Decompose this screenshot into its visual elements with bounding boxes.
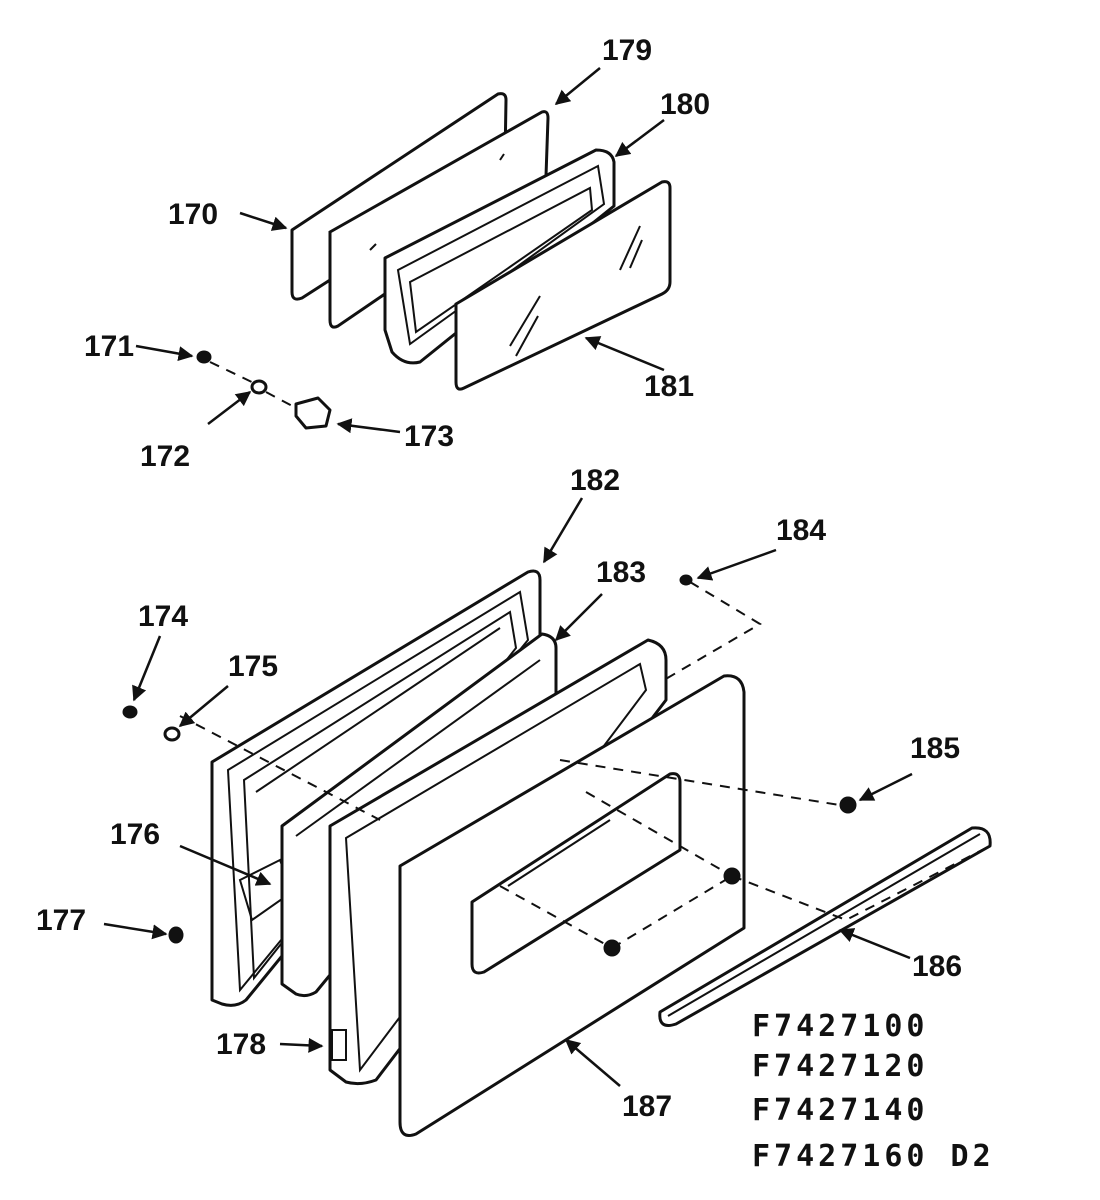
label-187: 187 [622, 1090, 672, 1123]
part-174-screw [122, 705, 138, 719]
model-number: F7427120 [752, 1049, 929, 1084]
part-173-bracket [294, 396, 332, 430]
part-184-screw [679, 574, 693, 586]
label-171: 171 [84, 330, 134, 363]
label-175: 175 [228, 650, 278, 683]
label-179: 179 [602, 34, 652, 67]
model-number: F7427100 [752, 1009, 929, 1044]
upper-window-assembly [196, 92, 672, 430]
label-177: 177 [36, 904, 86, 937]
part-175-washer [163, 726, 181, 742]
label-182: 182 [570, 464, 620, 497]
part-172-washer [250, 379, 268, 395]
handle-screw-mid [723, 867, 741, 885]
model-number-list: F7427100 F7427120 F7427140 F7427160 D2 [752, 1009, 995, 1174]
model-number: F7427160 D2 [752, 1139, 995, 1174]
part-171-screw [196, 350, 212, 364]
part-177-spacer [168, 926, 184, 944]
part-185-handle-screw [839, 796, 857, 814]
label-183: 183 [596, 556, 646, 589]
leader-lines [103, 67, 913, 1087]
label-172: 172 [140, 440, 190, 473]
label-185: 185 [910, 732, 960, 765]
door-window-opening [470, 772, 682, 975]
handle-screw-low [603, 939, 621, 957]
lower-door-assembly [122, 569, 992, 1137]
label-186: 186 [912, 950, 962, 983]
label-178: 178 [216, 1028, 266, 1061]
label-181: 181 [644, 370, 694, 403]
label-176: 176 [110, 818, 160, 851]
label-180: 180 [660, 88, 710, 121]
label-174: 174 [138, 600, 188, 633]
label-184: 184 [776, 514, 826, 547]
part-labels: 170 171 172 173 174 175 176 177 178 179 … [36, 34, 962, 1123]
label-170: 170 [168, 198, 218, 231]
label-173: 173 [404, 420, 454, 453]
model-number: F7427140 [752, 1093, 929, 1128]
part-181-outer-glass [454, 180, 672, 391]
